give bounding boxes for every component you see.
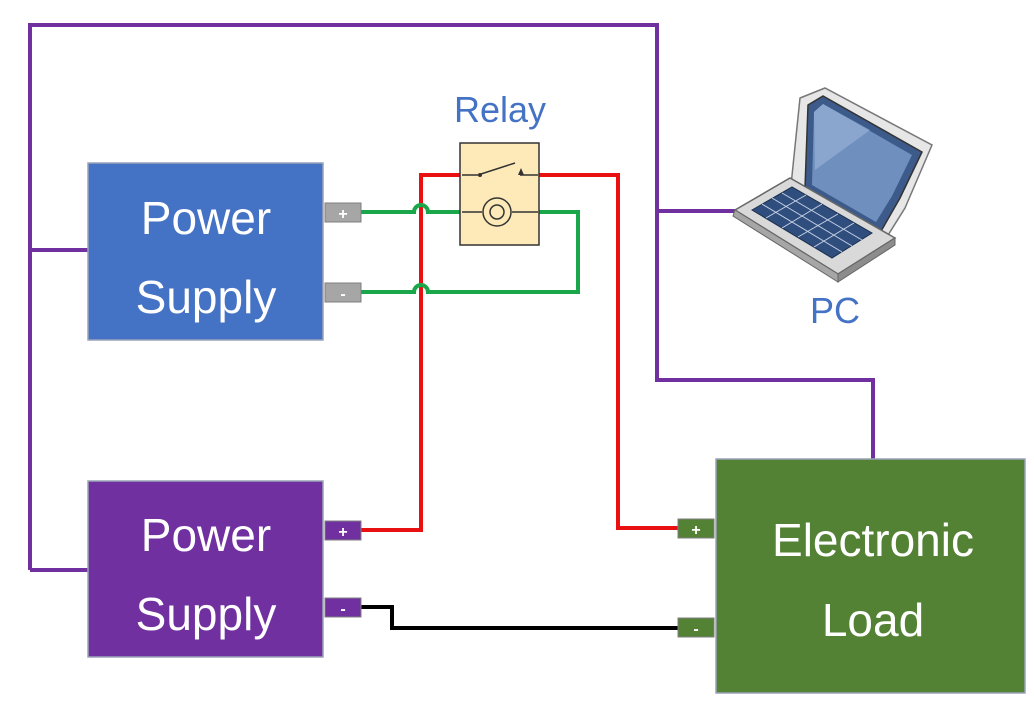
relay-label: Relay bbox=[454, 89, 546, 130]
power-supply-1-plus-label: + bbox=[338, 206, 347, 223]
power-supply-1-minus-label: - bbox=[340, 286, 345, 303]
laptop-icon bbox=[732, 87, 933, 283]
pc-label: PC bbox=[810, 290, 860, 331]
electronic-load-label-line1: Electronic bbox=[772, 514, 974, 566]
positive-wires bbox=[360, 173, 678, 532]
electronic-load-minus-label: - bbox=[693, 621, 698, 638]
coil-wire-plus bbox=[360, 203, 462, 214]
control-wire-main bbox=[28, 23, 875, 570]
negative-wire bbox=[360, 605, 678, 630]
relay-switch-icon bbox=[462, 162, 538, 177]
power-supply-2-label-line2: Supply bbox=[136, 588, 277, 640]
relay-body bbox=[459, 142, 540, 246]
pc: PC bbox=[732, 87, 933, 331]
power-supply-2-plus-terminal bbox=[324, 520, 362, 541]
coil-wire-minus bbox=[360, 210, 580, 294]
power-supply-1-box bbox=[87, 162, 324, 341]
power-supply-2-label-line1: Power bbox=[141, 509, 271, 561]
power-supply-1-minus-terminal bbox=[324, 282, 362, 303]
electronic-load: Electronic Load + - bbox=[677, 458, 1026, 694]
power-supply-1-plus-terminal bbox=[324, 202, 362, 223]
positive-wire-relay-to-load bbox=[538, 173, 678, 530]
power-supply-2-minus-terminal bbox=[324, 597, 362, 618]
power-supply-2-box bbox=[87, 480, 324, 658]
power-supply-1-label-line1: Power bbox=[141, 192, 271, 244]
power-supply-2: Power Supply + - bbox=[87, 480, 362, 658]
positive-wire-ps2-to-relay bbox=[360, 173, 462, 532]
electronic-load-label-line2: Load bbox=[822, 594, 924, 646]
relay: Relay bbox=[454, 89, 546, 246]
power-supply-1: Power Supply + - bbox=[87, 162, 362, 341]
electronic-load-plus-terminal bbox=[677, 518, 715, 539]
relay-coil-icon bbox=[462, 197, 538, 227]
power-supply-2-plus-label: + bbox=[338, 524, 347, 541]
electronic-load-box bbox=[715, 458, 1026, 694]
electronic-load-plus-label: + bbox=[691, 522, 700, 539]
control-wires bbox=[28, 23, 875, 572]
power-supply-2-minus-label: - bbox=[340, 601, 345, 618]
coil-wires bbox=[360, 203, 580, 294]
electronic-load-minus-terminal bbox=[677, 617, 715, 638]
power-supply-1-label-line2: Supply bbox=[136, 271, 277, 323]
